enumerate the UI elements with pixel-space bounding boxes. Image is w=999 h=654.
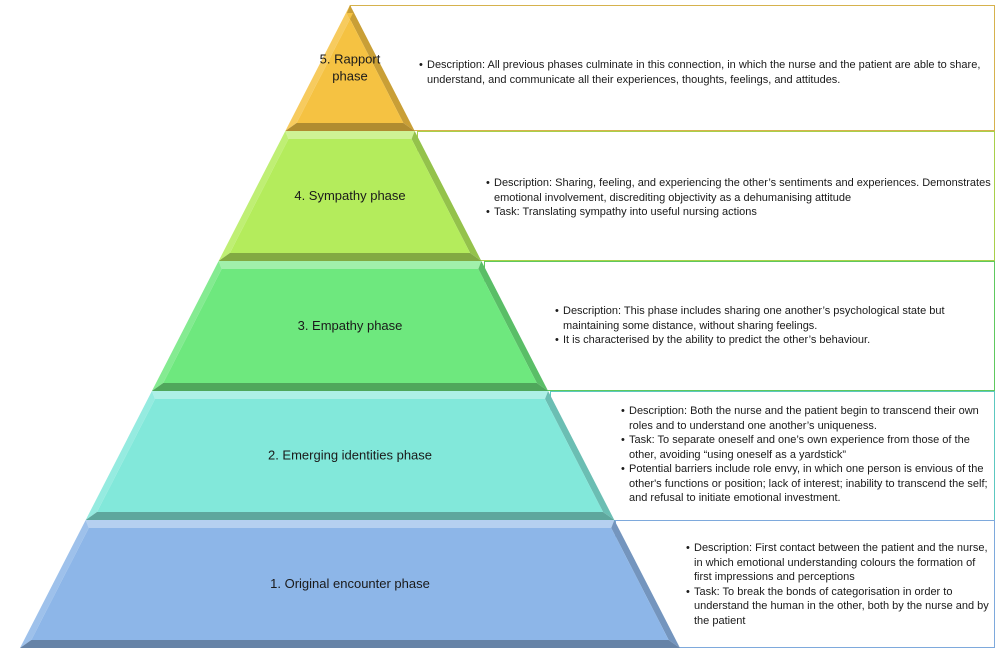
bullet-item: Description: First contact between the p… [686,541,991,585]
tier-bevel-top [218,261,482,269]
tier-bevel-bottom [218,253,482,261]
tier-label: 1. Original encounter phase [270,576,430,591]
bullet-item: It is characterised by the ability to pr… [555,333,990,348]
tier-face [31,528,669,640]
pyramid-tiers: 5. Rapport phase 4. Sympathy phase 3. Empat… [20,5,680,648]
bullet-item: Task: To break the bonds of categorisati… [686,585,991,629]
tier-face [96,399,604,512]
bullet-item: Description: This phase includes sharing… [555,304,990,333]
tier-bevel-bottom [85,512,615,520]
bullet-item: Description: All previous phases culmina… [419,58,989,87]
tier-bevel-right [545,391,615,520]
tier-bevel-top [151,391,549,399]
tier-label: 5. Rapport [320,52,381,67]
description-box-emerging-identities: Description: Both the nurse and the pati… [550,391,995,521]
tier-bevel-left [285,5,354,131]
tier-label: 3. Empathy phase [298,318,403,333]
tier-bevel-left [85,391,155,520]
tier-bevel-bottom [285,123,415,131]
bullet-item: Task: To separate oneself and one’s own … [621,433,991,462]
tier-bevel-top [285,131,415,139]
tier-face [229,139,471,253]
tier-bevel-right [346,5,415,131]
tier-bevel-left [151,261,222,391]
bullet-list: Description: This phase includes sharing… [555,304,990,348]
tier-bevel-bottom [20,640,680,648]
bullet-list: Description: First contact between the p… [686,541,991,628]
tier-bevel-left [20,520,89,648]
tier-face [163,269,537,383]
bullet-list: Description: Both the nurse and the pati… [621,404,991,506]
tier-bevel-left [218,131,289,261]
description-box-original-encounter: Description: First contact between the p… [615,520,995,648]
bullet-item: Potential barriers include role envy, in… [621,462,991,506]
tier-bevel-top [85,520,615,528]
bullet-item: Task: Translating sympathy into useful n… [486,205,991,220]
tier-bevel-right [411,131,482,261]
description-box-rapport: Description: All previous phases culmina… [350,5,995,131]
bullet-item: Description: Both the nurse and the pati… [621,404,991,433]
description-box-empathy: Description: This phase includes sharing… [484,261,995,391]
bullet-list: Description: All previous phases culmina… [419,58,989,87]
bullet-list: Description: Sharing, feeling, and exper… [486,176,991,220]
tier-label: 2. Emerging identities phase [268,448,432,463]
bullet-item: Description: Sharing, feeling, and exper… [486,176,991,205]
tier-bevel-right [478,261,549,391]
tier-bevel-right [611,520,680,648]
tier-label: phase [332,69,367,84]
description-box-sympathy: Description: Sharing, feeling, and exper… [417,131,995,261]
tier-bevel-bottom [151,383,549,391]
tier-face [296,13,404,123]
tier-label: 4. Sympathy phase [294,188,405,203]
